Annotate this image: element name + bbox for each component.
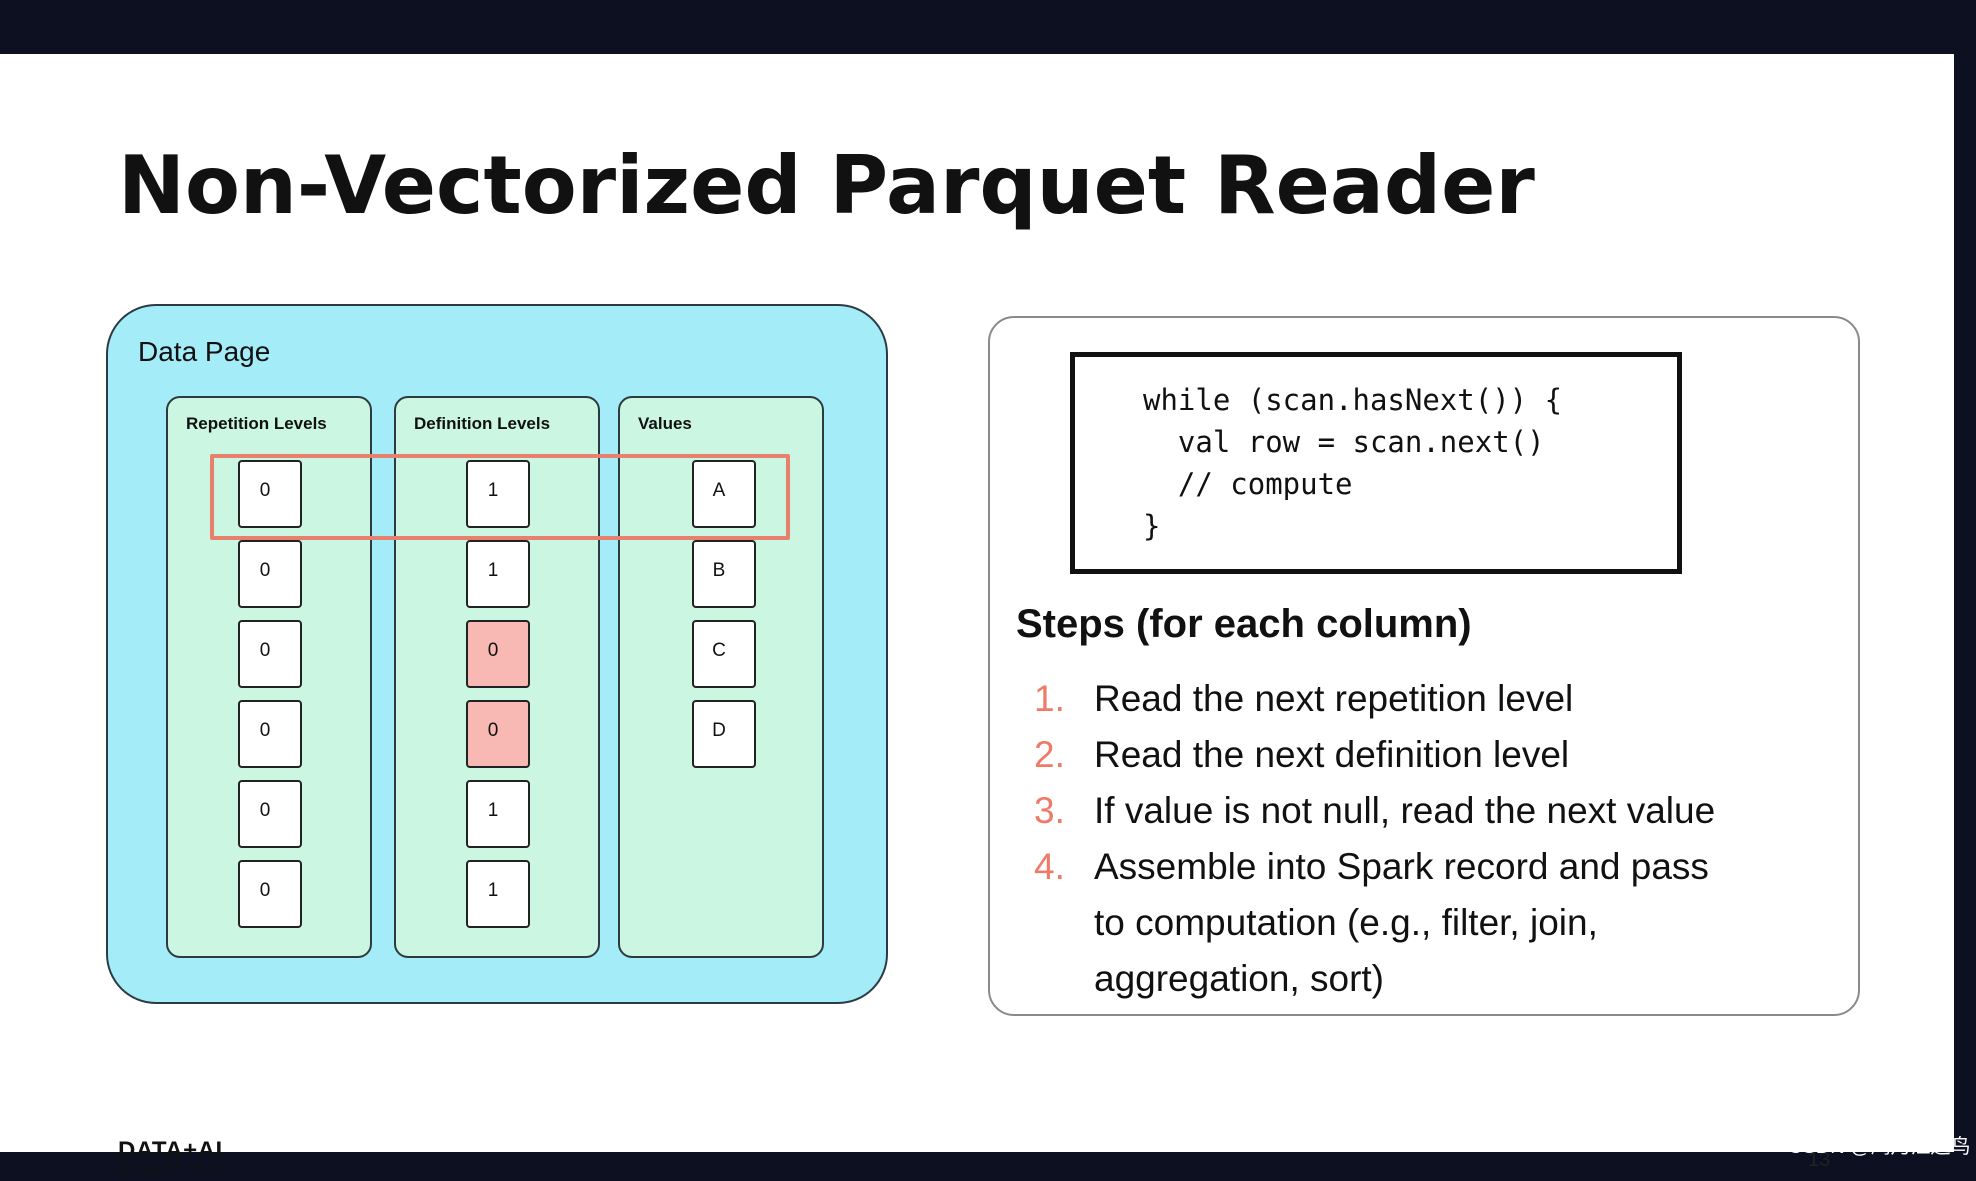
step-text-continuation: aggregation, sort) (1094, 958, 1385, 999)
video-frame-right-bar (1954, 0, 1976, 1162)
video-frame-top-bar (0, 0, 1976, 54)
csdn-watermark: CSDN @鸿乃江边鸟 (1788, 1136, 1971, 1158)
step-number: 4. (1034, 846, 1065, 887)
repetition-level-cell: 0 (238, 540, 302, 608)
repetition-levels-column: Repetition Levels 0 0 0 0 0 0 (166, 396, 372, 958)
definition-level-cell: 1 (466, 780, 530, 848)
step-number: 3. (1034, 790, 1065, 831)
definition-levels-column: Definition Levels 1 1 0 0 1 1 (394, 396, 600, 958)
repetition-level-cell: 0 (238, 460, 302, 528)
value-cell: D (692, 700, 756, 768)
column-title: Definition Levels (414, 414, 551, 433)
data-page-label: Data Page (138, 336, 271, 367)
definition-level-cell: 1 (466, 860, 530, 928)
repetition-level-cell: 0 (238, 620, 302, 688)
repetition-level-cell: 0 (238, 860, 302, 928)
code-line: val row = scan.next() (1143, 425, 1545, 459)
column-title: Values (638, 414, 692, 433)
video-frame-bottom-bar (0, 1152, 1976, 1162)
current-row-highlight (210, 454, 790, 540)
code-line: } (1143, 509, 1161, 543)
column-title: Repetition Levels (186, 414, 327, 433)
step-number: 2. (1034, 734, 1065, 775)
value-cell: A (692, 460, 756, 528)
definition-level-cell-null: 0 (466, 620, 530, 688)
step-text: If value is not null, read the next valu… (1094, 790, 1716, 831)
code-line: // compute (1143, 467, 1353, 501)
steps-panel: while (scan.hasNext()) { val row = scan.… (988, 316, 1860, 1016)
logo-line1: DATA+AI (118, 1137, 223, 1164)
definition-level-cell: 1 (466, 460, 530, 528)
value-cell: B (692, 540, 756, 608)
repetition-level-cell: 0 (238, 780, 302, 848)
repetition-level-cell: 0 (238, 700, 302, 768)
logo-line2: SUMMIT 2022 (118, 1163, 227, 1180)
definition-level-cell-null: 0 (466, 700, 530, 768)
step-number: 1. (1034, 678, 1065, 719)
code-snippet: while (scan.hasNext()) { val row = scan.… (1070, 352, 1682, 574)
step-text: Read the next definition level (1094, 734, 1570, 775)
value-cell: C (692, 620, 756, 688)
steps-heading: Steps (for each column) (1016, 602, 1472, 646)
slide: Non-Vectorized Parquet Reader Data Page … (0, 54, 1954, 1180)
step-text: Read the next repetition level (1094, 678, 1574, 719)
slide-title: Non-Vectorized Parquet Reader (118, 139, 1535, 232)
code-line: while (scan.hasNext()) { (1143, 383, 1563, 417)
step-text: Assemble into Spark record and pass (1094, 846, 1709, 887)
data-ai-summit-logo: DATA+AI SUMMIT 2022 (118, 1139, 226, 1181)
step-text-continuation: to computation (e.g., filter, join, (1094, 902, 1598, 943)
definition-level-cell: 1 (466, 540, 530, 608)
data-page-panel: Data Page Repetition Levels 0 0 0 0 0 0 … (106, 304, 888, 1004)
